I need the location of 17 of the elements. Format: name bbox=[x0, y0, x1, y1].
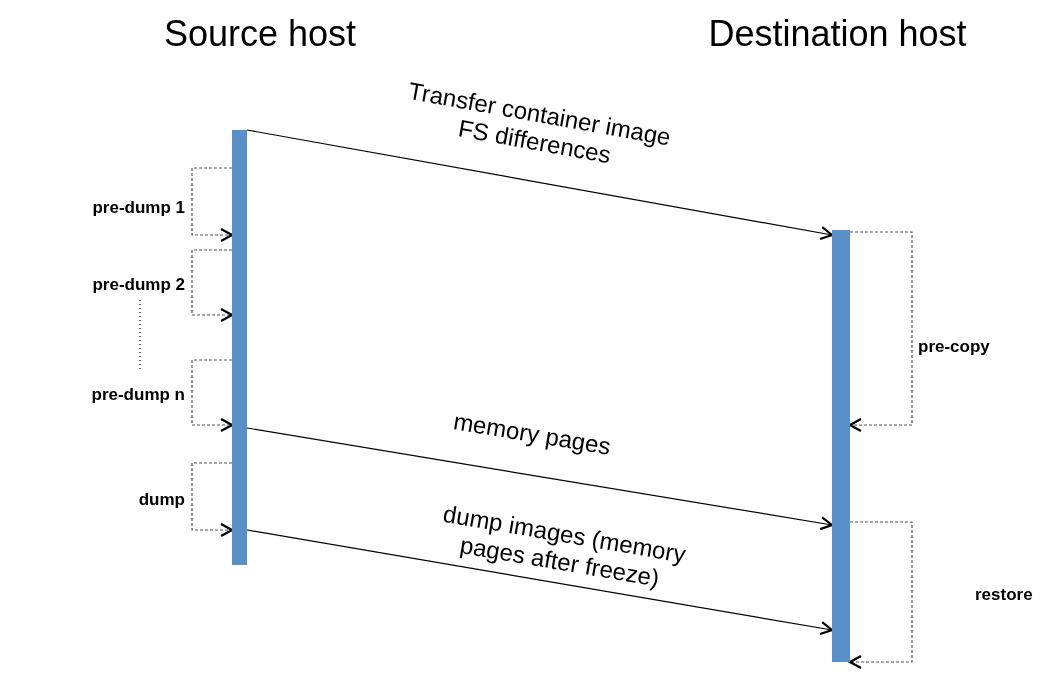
step-label: dump bbox=[138, 490, 185, 510]
self-loop-arrow bbox=[848, 521, 913, 670]
self-loop-arrow bbox=[191, 249, 234, 323]
column-heading: Source host bbox=[162, 12, 358, 56]
column-heading: Destination host bbox=[707, 12, 968, 56]
message-arrow bbox=[246, 129, 834, 241]
self-loop-arrow bbox=[191, 462, 234, 538]
step-label: pre-dump 2 bbox=[92, 275, 185, 295]
edge-label: dump images (memory pages after freeze) bbox=[440, 498, 689, 594]
self-loop-arrow bbox=[191, 359, 234, 433]
step-label: pre-dump 1 bbox=[92, 198, 185, 218]
edge-label: Transfer container image FS differences bbox=[405, 75, 674, 171]
message-arrow bbox=[246, 427, 834, 531]
step-label: pre-dump n bbox=[91, 385, 185, 405]
self-loop-arrow bbox=[191, 167, 234, 243]
message-arrow bbox=[246, 529, 834, 636]
edge-label: memory pages bbox=[450, 406, 614, 462]
